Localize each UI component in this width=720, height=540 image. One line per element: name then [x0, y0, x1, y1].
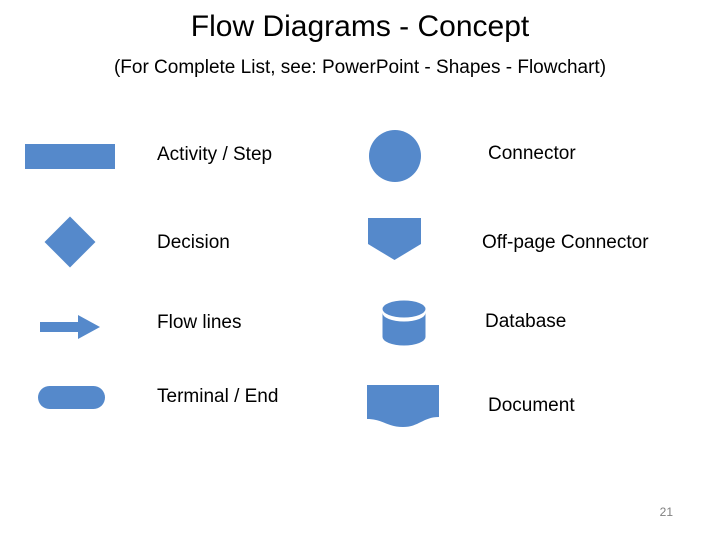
cylinder-shape — [382, 300, 426, 346]
diamond-glyph — [44, 216, 96, 268]
pentagon-shape — [368, 218, 421, 260]
arrow-shape — [40, 313, 102, 341]
diamond-shape — [44, 216, 96, 268]
legend-label-terminal-end: Terminal / End — [157, 386, 279, 407]
legend-label-document: Document — [488, 395, 575, 416]
legend-label-database: Database — [485, 311, 567, 332]
cylinder-glyph — [382, 300, 426, 346]
circle-shape — [369, 130, 421, 182]
pentagon-glyph — [368, 218, 421, 260]
rounded-rectangle-glyph — [38, 386, 105, 409]
legend-label-activity-step: Activity / Step — [157, 144, 273, 165]
rounded-rectangle-shape — [38, 386, 105, 409]
page-subtitle: (For Complete List, see: PowerPoint - Sh… — [113, 57, 607, 78]
document-glyph — [367, 385, 439, 427]
arrow-glyph — [40, 315, 100, 339]
legend-label-flow-lines: Flow lines — [157, 312, 242, 333]
page-title: Flow Diagrams - Concept — [190, 10, 530, 43]
legend-label-off-page-connector: Off-page Connector — [482, 232, 649, 253]
legend-label-connector: Connector — [488, 143, 576, 164]
circle-glyph — [369, 130, 421, 182]
rectangle-shape — [25, 144, 115, 169]
legend-label-decision: Decision — [157, 232, 230, 253]
document-shape — [367, 385, 439, 428]
rectangle-glyph — [25, 144, 115, 169]
page-number: 21 — [659, 505, 673, 519]
